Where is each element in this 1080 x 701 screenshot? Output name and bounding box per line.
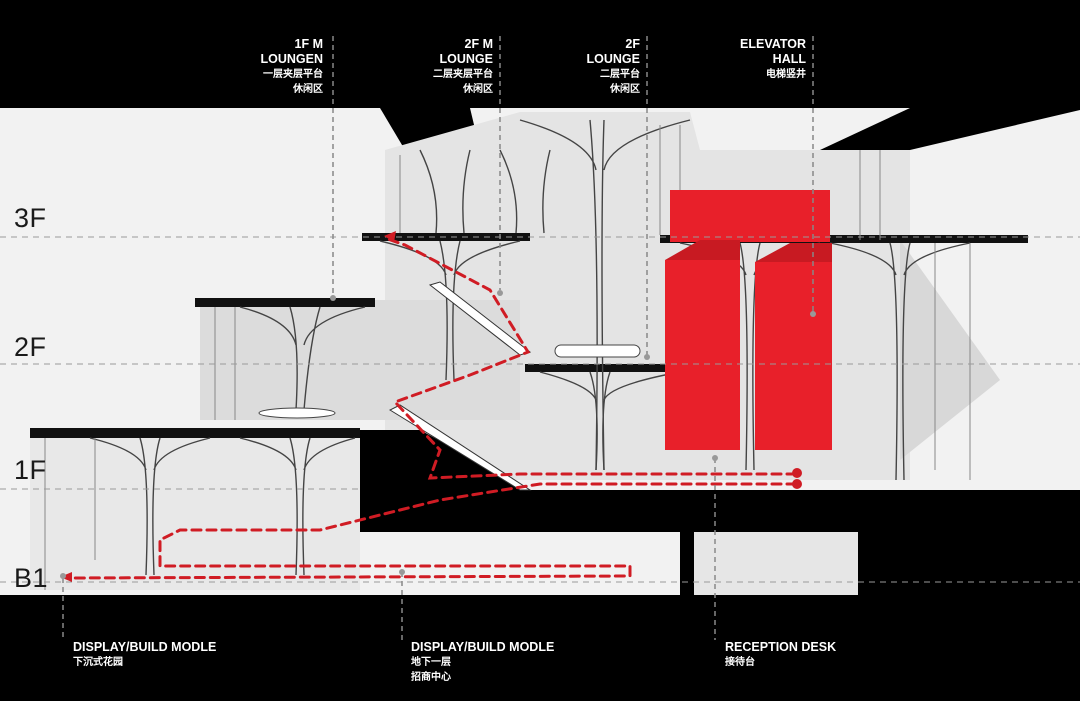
leader-dots <box>60 290 816 579</box>
callout-elevator-hall: ELEVATOR HALL 电梯竖井 <box>740 37 806 80</box>
callout-2f-m-lounge: 2F M LOUNGE 二层夹层平台 休闲区 <box>433 37 493 95</box>
callout-1f-m-lounge: 1F M LOUNGEN 一层夹层平台 休闲区 <box>260 37 324 95</box>
mid-mass <box>200 300 520 420</box>
elevator-hall <box>665 190 832 450</box>
right-wedge <box>900 240 1000 460</box>
round-platform-1 <box>258 407 336 419</box>
roof-shadow-right <box>820 108 1080 150</box>
slab-2f-mid <box>525 364 693 372</box>
floor-level-lines <box>0 236 1080 583</box>
slab-2f-left <box>195 298 375 307</box>
path-arrow-top <box>384 231 396 242</box>
b1-right-mass <box>858 532 1080 595</box>
slab-3f-right <box>660 235 1028 243</box>
path-start-dot-2 <box>792 479 802 489</box>
floor-label-2f: 2F <box>14 332 47 362</box>
floor-label-1f: 1F <box>14 455 47 485</box>
path-arrow-bottom <box>60 572 72 582</box>
callout-reception-desk: RECEPTION DESK 接待台 <box>725 640 837 668</box>
mullions <box>44 125 971 590</box>
slab-1f <box>30 428 360 438</box>
callout-2f-lounge: 2F LOUNGE 二层平台 休闲区 <box>586 37 640 95</box>
floor-label-3f: 3F <box>14 203 47 233</box>
round-platform-2 <box>554 344 641 358</box>
leader-lines <box>62 36 814 640</box>
b1-slab <box>360 490 1080 532</box>
b1-room <box>694 532 858 595</box>
lower-mass <box>30 430 360 590</box>
circulation-path <box>68 236 798 580</box>
floor-label-b1: B1 <box>14 563 49 593</box>
callout-display-b1: DISPLAY/BUILD MODLE 地下一层 招商中心 <box>411 640 555 683</box>
callout-display-sunken-garden: DISPLAY/BUILD MODLE 下沉式花园 <box>73 640 217 668</box>
path-start-dot-1 <box>792 468 802 478</box>
b1-wall <box>680 532 694 595</box>
